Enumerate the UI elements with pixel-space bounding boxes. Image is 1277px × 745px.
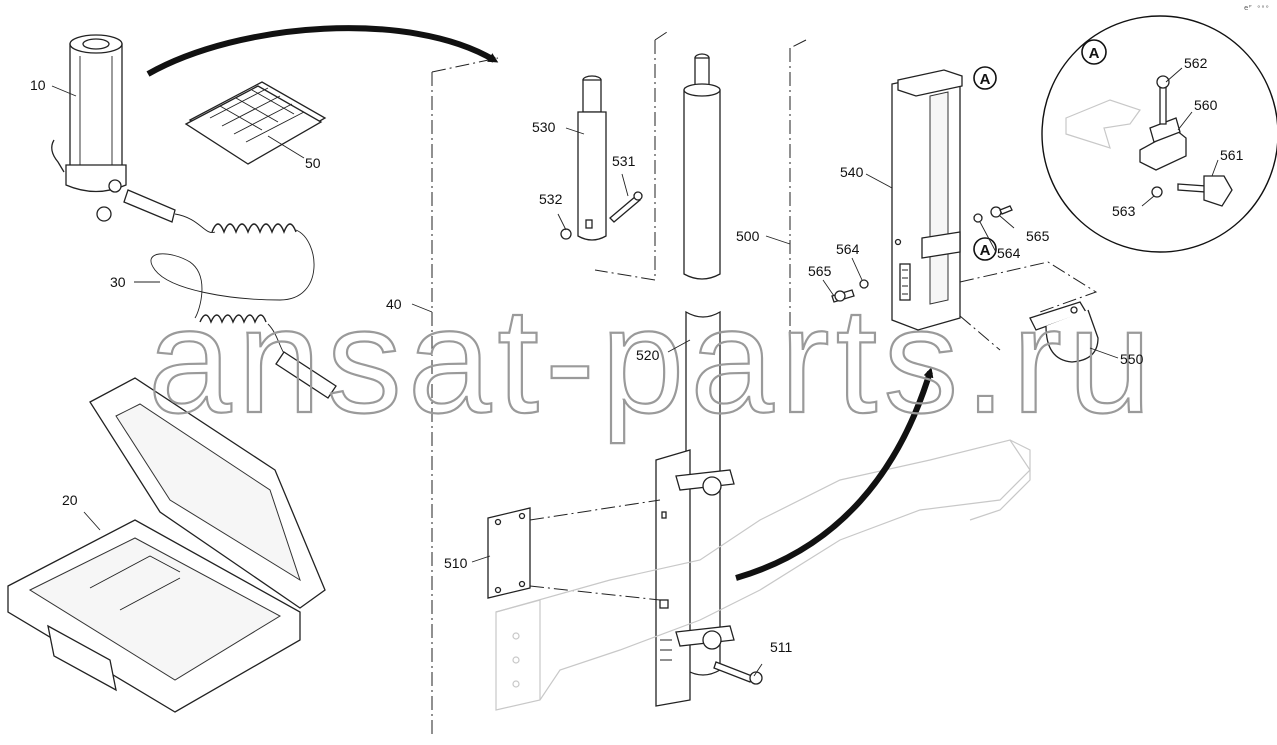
svg-text:A: A: [980, 71, 991, 88]
label-565-left: 565: [808, 263, 832, 279]
label-540: 540: [840, 164, 864, 180]
part-530-post: [577, 75, 607, 241]
part-labels: 10 50 30 20 40 530 531 532 520 500 510 5…: [30, 55, 1244, 655]
label-562: 562: [1184, 55, 1208, 71]
label-40: 40: [386, 296, 402, 312]
part-510-plate: [487, 507, 531, 599]
label-20: 20: [62, 492, 78, 508]
label-50: 50: [305, 155, 321, 171]
part-20-carry-case: [7, 377, 326, 713]
part-10-sensor-tube: [51, 34, 127, 222]
label-500: 500: [736, 228, 760, 244]
assembly-outline-500: [594, 29, 807, 390]
label-563: 563: [1112, 203, 1136, 219]
part-511-bolt: [713, 661, 763, 685]
part-500-mast-bracket: [655, 449, 735, 707]
label-530: 530: [532, 119, 556, 135]
arrow-to-mast: [146, 25, 499, 77]
label-10: 10: [30, 77, 46, 93]
label-560: 560: [1194, 97, 1218, 113]
arrow-to-bracket: [735, 367, 934, 581]
label-520: 520: [636, 347, 660, 363]
label-531: 531: [612, 153, 636, 169]
label-532: 532: [539, 191, 563, 207]
part-50-manual: [184, 81, 327, 165]
svg-text:A: A: [980, 242, 991, 259]
label-510: 510: [444, 555, 468, 571]
watermark-text: ansat-parts.ru: [148, 276, 1157, 444]
detail-view-a: A: [1041, 15, 1277, 253]
label-30: 30: [110, 274, 126, 290]
callout-a-mid: A: [973, 237, 997, 261]
part-550-clamp: [1029, 301, 1099, 363]
ghost-tractor-frame: [495, 439, 1031, 711]
plate-alignment-dash: [529, 499, 661, 601]
svg-text:A: A: [1089, 45, 1100, 62]
label-511: 511: [770, 639, 793, 655]
label-564-right: 564: [997, 245, 1021, 261]
label-565-right: 565: [1026, 228, 1050, 244]
corner-code: eᴾ ᵒᵒᵒ: [1244, 4, 1269, 12]
leader-lines: [51, 67, 1219, 677]
callout-a-top: A: [973, 66, 997, 90]
part-520-tube: [683, 53, 721, 676]
part-565-564-hardware: [831, 205, 1013, 303]
label-561: 561: [1220, 147, 1244, 163]
label-564-left: 564: [836, 241, 860, 257]
clamp-alignment-dash: [959, 261, 1098, 351]
part-532-nut: [560, 228, 572, 240]
label-550: 550: [1120, 351, 1144, 367]
part-531-bolt: [609, 191, 643, 223]
assembly-outline-40: [431, 57, 499, 735]
part-30-cable: [123, 189, 337, 399]
part-540-bracket: [891, 69, 963, 331]
